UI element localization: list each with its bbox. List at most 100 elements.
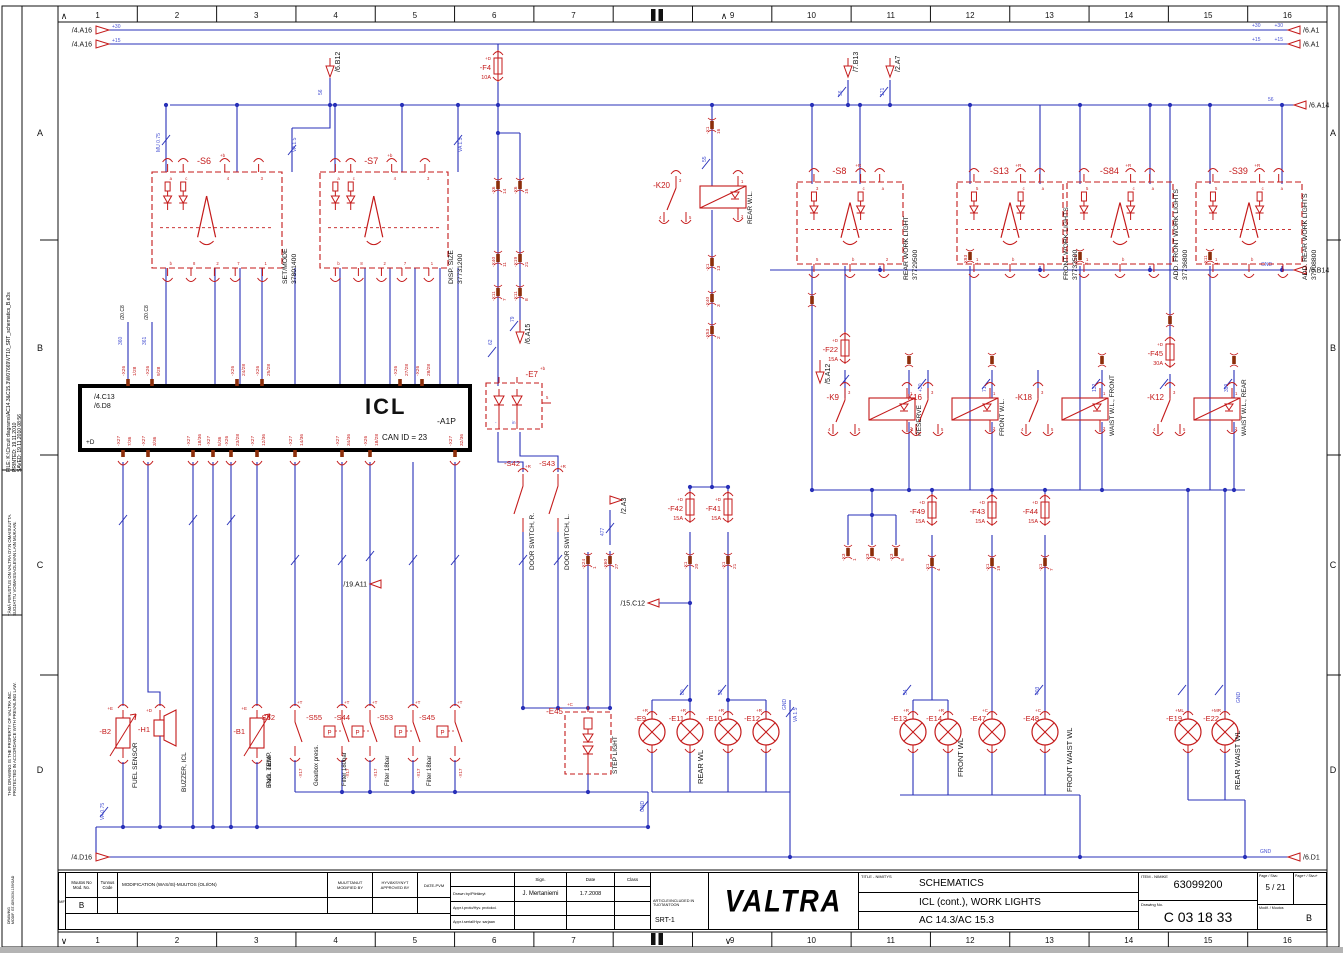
tb-mod-value: B [65,897,98,914]
svg-text:3: 3 [427,176,430,181]
svg-text:a: a [1281,186,1284,191]
pin--X11-7 [493,284,503,300]
svg-text:+15: +15 [112,38,121,44]
svg-text:5: 5 [1086,186,1089,191]
svg-text:FRONT WAIST WL: FRONT WAIST WL [1065,728,1074,792]
svg-text:37908800: 37908800 [1311,250,1318,280]
svg-text:4: 4 [394,176,397,181]
component--K16 [951,397,999,421]
svg-text:4: 4 [227,176,230,181]
svg-text:15A: 15A [915,519,925,525]
svg-text:+D: +D [919,500,926,505]
svg-text:-X6: -X6 [513,186,519,194]
svg-text:27: 27 [614,563,620,569]
svg-text:-K9: -K9 [827,393,840,402]
pin--X24-1 [583,552,593,568]
svg-text:+R: +R [1015,163,1022,168]
svg-text:-X26: -X26 [255,366,261,376]
tb-article-label: ARTICLE/INCLUDED IN TUOTANTOON [653,899,695,908]
tb-cell [327,897,373,914]
svg-text:+D: +D [86,439,95,446]
pin-x- [1165,312,1175,328]
svg-text:28/28: 28/28 [426,364,432,376]
svg-text:171: 171 [880,87,886,96]
svg-text:/7.B13: /7.B13 [853,52,860,72]
svg-text:+30: +30 [918,383,924,392]
svg-text:15: 15 [1204,936,1213,945]
svg-text:-X3: -X3 [889,553,895,561]
svg-text:P: P [398,731,402,737]
svg-text:2: 2 [910,426,913,431]
svg-text:-F41: -F41 [706,504,721,513]
svg-text:ADD. FRONT WORK LIGHTS: ADD. FRONT WORK LIGHTS [1173,189,1180,280]
svg-text:-X19: -X19 [513,257,519,267]
svg-text:WAIST W.L., REAR: WAIST W.L., REAR [1241,379,1248,436]
wires [95,29,1294,860]
svg-text:5: 5 [1215,186,1218,191]
tb-approvedby-label: HYVÄKSYNYT APPROVED BY [372,872,418,898]
tb-drawnby-sign: J. Mertaniemi [514,886,567,902]
pin--X1-4 [927,554,937,570]
component--K20 [699,185,747,209]
svg-text:/4.D16: /4.D16 [71,855,92,862]
svg-text:1: 1 [1235,391,1238,396]
tb-drawing-cell: Drawing No. C 03 18 33 [1138,900,1258,930]
svg-text:/6.D8: /6.D8 [94,403,111,410]
svg-text:37736800: 37736800 [1182,250,1189,280]
svg-text:30A: 30A [1153,361,1163,367]
ref-/2.A7 [885,65,895,79]
svg-text:2: 2 [216,261,219,266]
svg-text:15: 15 [524,188,530,194]
svg-text:360: 360 [118,336,124,345]
svg-text:-X1: -X1 [985,563,991,571]
svg-text:-S44: -S44 [334,713,350,722]
component--S6 [151,171,283,269]
svg-text:ICL: ICL [365,394,406,419]
tb-modif-value: B [1306,913,1313,923]
ref-/7.B13 [843,65,853,79]
svg-text:+C: +C [1035,708,1042,713]
tb-class-col: Class [614,872,651,887]
valtra-logo: VALTRA [724,883,843,918]
svg-text:+15: +15 [1252,37,1261,43]
svg-text:-A1P: -A1P [437,416,456,426]
svg-text:/6.A14: /6.A14 [1309,103,1329,110]
svg-text:∧: ∧ [61,11,68,21]
tb-cell [372,897,418,914]
svg-text:VA 1.5: VA 1.5 [793,707,799,722]
svg-text:+T: +T [415,700,421,705]
svg-text:C: C [37,560,44,570]
component--K18 [1061,397,1109,421]
svg-text:10: 10 [807,11,816,20]
svg-text:-X26: -X26 [363,436,369,446]
svg-text:5: 5 [976,186,979,191]
svg-text:+D: +D [1032,500,1039,505]
svg-text:-X26: -X26 [121,366,127,376]
svg-text:19: 19 [996,565,1002,571]
svg-text:D: D [37,765,44,775]
svg-text:∨: ∨ [61,936,68,946]
svg-text:+R: +R [642,708,649,713]
svg-text:-X40: -X40 [705,297,711,307]
svg-text:/6.A1: /6.A1 [1303,28,1319,35]
svg-text:a: a [337,176,340,181]
svg-text:1: 1 [1215,257,1218,262]
tb-modif-cell: Modif. / Muutos B [1257,904,1327,930]
svg-text:16: 16 [1283,936,1292,945]
svg-text:FRONT W.L.: FRONT W.L. [999,399,1006,436]
svg-text:-S53: -S53 [377,713,393,722]
svg-text:-K20: -K20 [653,181,670,190]
svg-text:DISP. SIZE: DISP. SIZE [448,250,455,284]
ref-/5.A12 [815,371,825,385]
ref-/6.A1 [1286,25,1301,35]
svg-text:-X1: -X1 [721,561,727,569]
drawing-frame [1,5,1340,948]
pin--X40-11 [493,250,503,266]
svg-text:-S39: -S39 [1229,166,1248,176]
svg-text:8: 8 [193,261,196,266]
svg-text:10: 10 [807,936,816,945]
svg-text:/4.C13: /4.C13 [94,394,115,401]
tb-sign-col: Sign. [514,872,567,887]
svg-text:3/36: 3/36 [152,436,158,446]
svg-text:56: 56 [838,90,844,96]
